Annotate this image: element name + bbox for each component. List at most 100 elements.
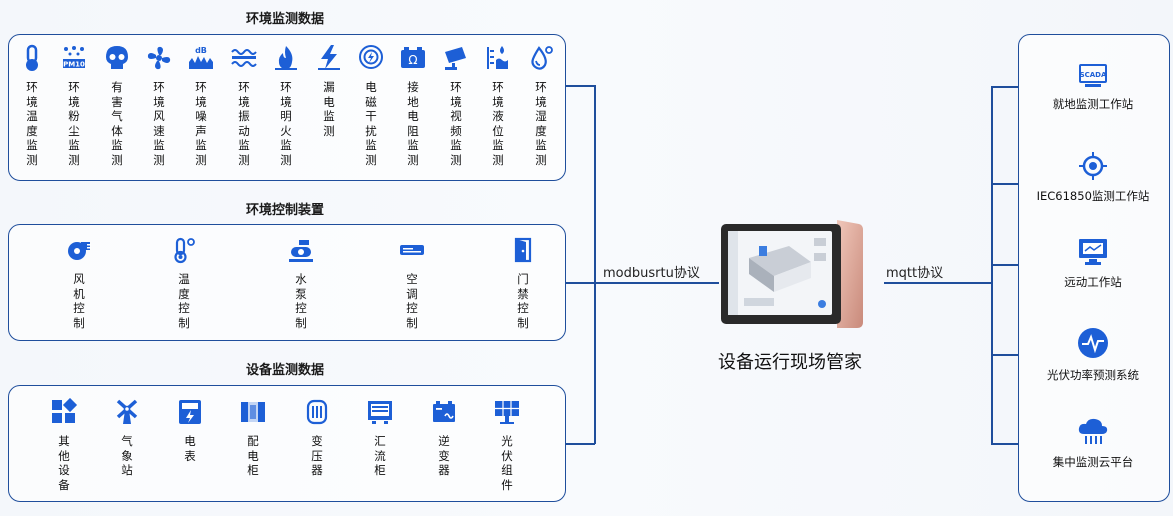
item-water-level: 环境液位监测 (484, 44, 512, 167)
item-meter: 电表 (176, 398, 204, 463)
item-combiner: 汇流柜 (366, 398, 394, 478)
branch-4 (991, 354, 1018, 356)
item-label: 电表 (184, 434, 196, 463)
item-label: 有害气体监测 (111, 80, 123, 167)
target-icon (1079, 152, 1107, 180)
item-label: 水泵控制 (295, 272, 307, 330)
item-label: 环境噪声监测 (195, 80, 207, 167)
item-vibration: 环境振动监测 (230, 44, 258, 167)
item-label: 漏电监测 (323, 80, 335, 138)
item-windmill: 气象站 (113, 398, 141, 478)
branch-1 (991, 86, 1018, 88)
pulse-icon (1078, 328, 1108, 358)
thermo-control-icon (174, 237, 195, 264)
thermometer-icon (26, 44, 38, 71)
branch-2 (991, 183, 1018, 185)
item-lightning: 漏电监测 (315, 44, 343, 138)
item-door: 门禁控制 (509, 236, 537, 330)
grid-icon (52, 398, 78, 423)
item-ohm: Ω 接地电阻监测 (399, 44, 427, 167)
water-level-icon (487, 46, 508, 69)
connector-ctrl (565, 282, 595, 284)
item-label: 风机控制 (73, 272, 85, 330)
item-label: 接地电阻监测 (407, 80, 419, 167)
item-label: 配电柜 (247, 434, 259, 477)
inverter-icon (433, 401, 455, 422)
cabinet-icon (241, 402, 265, 422)
item-label: 汇流柜 (374, 434, 386, 477)
system-label: 就地监测工作站 (1052, 97, 1134, 111)
connector-equip (565, 443, 595, 445)
connector-env (565, 85, 595, 87)
connector-to-device (594, 282, 719, 284)
branch-3 (991, 264, 1018, 266)
item-blower: 风机控制 (65, 236, 93, 330)
system-pv-forecast: 光伏功率预测系统 (1018, 327, 1168, 383)
system-label: IEC61850监测工作站 (1036, 189, 1150, 203)
windmill-icon (116, 399, 138, 424)
svg-text:dB: dB (195, 46, 207, 55)
item-skull: 有害气体监测 (103, 44, 131, 167)
system-telecontrol: 远动工作站 (1018, 238, 1168, 290)
scada-icon: SCADA (1079, 64, 1107, 87)
door-icon (514, 237, 532, 263)
equip-monitor-box (8, 385, 566, 502)
system-label: 光伏功率预测系统 (1047, 368, 1139, 382)
blower-icon (68, 242, 91, 260)
item-label: 其他设备 (58, 434, 70, 492)
item-label: 气象站 (121, 434, 133, 477)
item-label: 环境液位监测 (492, 80, 504, 167)
env-control-title: 环境控制装置 (245, 203, 324, 218)
equip-monitor-title: 设备监测数据 (245, 363, 324, 378)
item-transformer: 变压器 (303, 398, 331, 478)
item-label: 变压器 (311, 434, 323, 477)
item-pump: 水泵控制 (287, 236, 315, 330)
system-label: 集中监测云平台 (1052, 455, 1134, 469)
item-thermometer: 环境温度监测 (18, 44, 46, 167)
combiner-icon (368, 401, 392, 424)
item-label: 环境振动监测 (238, 80, 250, 167)
fire-icon (275, 46, 297, 70)
item-noise-db: dB 环境噪声监测 (187, 44, 215, 167)
device-image (719, 218, 864, 330)
humidity-icon (531, 46, 553, 70)
svg-text:Ω: Ω (408, 53, 417, 67)
item-label: 环境明火监测 (280, 80, 292, 167)
item-pm10: PM10 环境粉尘监测 (60, 44, 88, 167)
system-cloud-platform: 集中监测云平台 (1018, 416, 1168, 470)
item-grid: 其他设备 (50, 398, 78, 492)
item-air-conditioner: 空调控制 (398, 236, 426, 330)
item-cabinet: 配电柜 (239, 398, 267, 478)
svg-text:PM10: PM10 (63, 61, 85, 69)
solar-panel-icon (495, 401, 519, 424)
item-solar-panel: 光伏组件 (493, 398, 521, 492)
meter-icon (179, 400, 201, 424)
camera-icon (445, 47, 466, 70)
item-emi: 电磁干扰监测 (357, 44, 385, 167)
monitor-icon (1079, 239, 1107, 265)
skull-icon (106, 46, 128, 69)
item-label: 温度控制 (178, 272, 190, 330)
item-inverter: 逆变器 (430, 398, 458, 478)
cloud-icon (1078, 418, 1108, 444)
device-label: 设备运行现场管家 (718, 352, 862, 373)
svg-text:SCADA: SCADA (1080, 71, 1107, 79)
item-label: 门禁控制 (517, 272, 529, 330)
pm10-icon: PM10 (63, 46, 85, 69)
transformer-icon (306, 399, 328, 425)
branch-5 (991, 443, 1018, 445)
item-fan: 环境风速监测 (145, 44, 173, 167)
item-label: 空调控制 (406, 272, 418, 330)
fan-icon (147, 46, 171, 70)
protocol-right-label: mqtt协议 (886, 266, 944, 281)
system-local-monitor: SCADA 就地监测工作站 (1018, 64, 1168, 112)
item-thermo-control: 温度控制 (170, 236, 198, 330)
item-label: 环境风速监测 (153, 80, 165, 167)
lightning-icon (318, 45, 340, 70)
item-label: 电磁干扰监测 (365, 80, 377, 167)
pump-icon (289, 240, 313, 262)
item-humidity: 环境湿度监测 (527, 44, 555, 167)
connector-from-device (884, 282, 992, 284)
env-control-box (8, 224, 566, 341)
system-iec61850: IEC61850监测工作站 (1018, 152, 1168, 204)
